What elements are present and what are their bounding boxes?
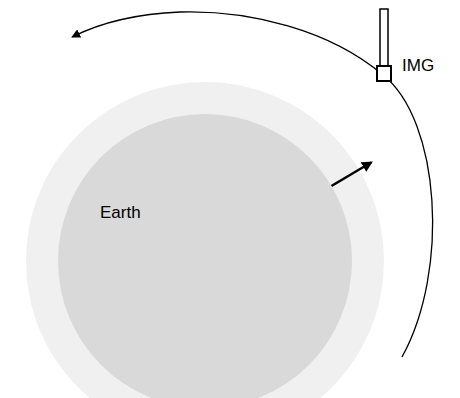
instrument-boom [380, 9, 388, 66]
satellite-body [377, 66, 391, 81]
earth-circle: Earth [58, 114, 352, 398]
earth-fill [58, 114, 352, 398]
earth-label: Earth [100, 204, 141, 223]
signal-arrow [331, 163, 371, 186]
earth-disc [58, 114, 352, 398]
satellite-node: IMG [376, 8, 440, 84]
atmosphere-ring [26, 82, 384, 398]
instrument-label: IMG [402, 57, 434, 76]
